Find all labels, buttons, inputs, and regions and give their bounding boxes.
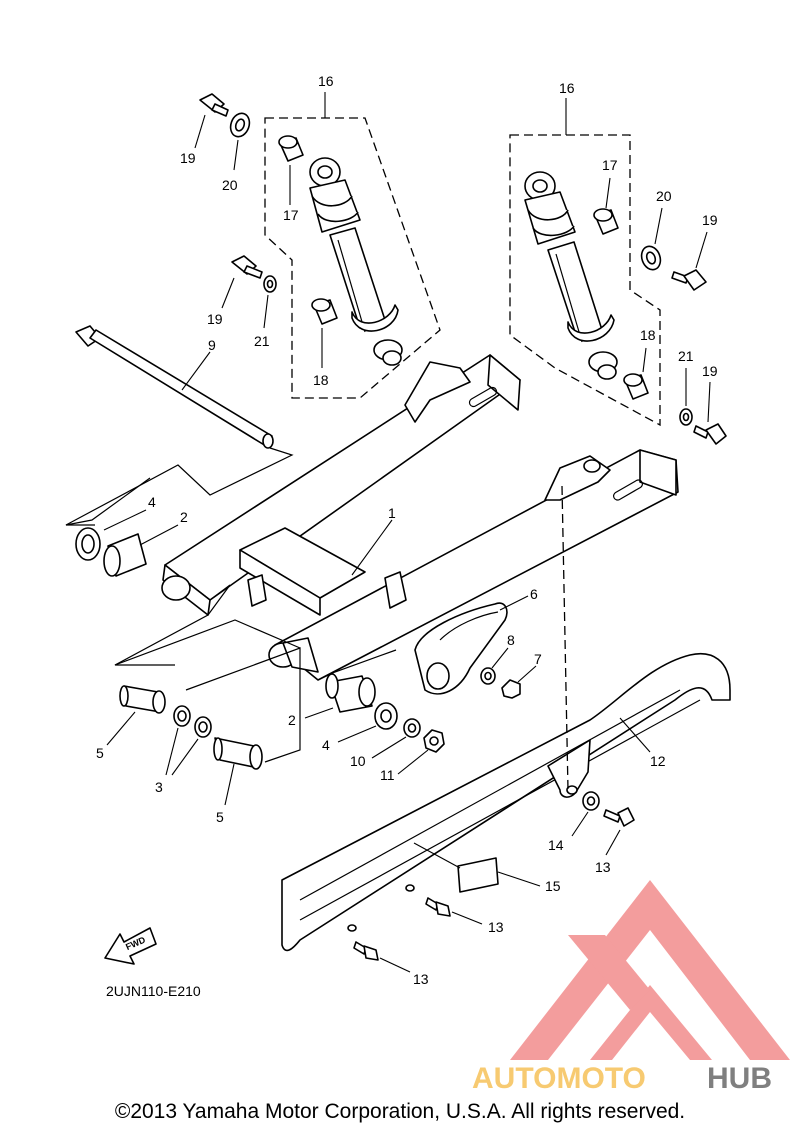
left-upper-bushing-17 xyxy=(278,135,304,162)
watermark-inner-triangle xyxy=(590,985,712,1060)
callout-16-left: 16 xyxy=(318,73,334,89)
right-shock-group: 16 17 18 xyxy=(509,80,661,427)
watermark-brand-accent: HUB xyxy=(707,1062,772,1095)
left-shock-absorber xyxy=(309,157,403,366)
chain-case-12: 12 xyxy=(281,485,731,952)
callout-2-b: 2 xyxy=(288,712,296,728)
right-shock-absorber xyxy=(524,171,618,380)
bolt-13-b: 13 xyxy=(425,897,504,935)
callout-1: 1 xyxy=(388,505,396,521)
callout-5-a: 5 xyxy=(96,745,104,761)
left-lower-bushing-18 xyxy=(311,298,338,325)
callout-19-b: 19 xyxy=(207,311,223,327)
nut-11 xyxy=(423,729,445,753)
upper-right-washer-20: 20 xyxy=(640,188,672,271)
callout-4-a: 4 xyxy=(148,494,156,510)
automotohub-watermark: AUTOMOTO HUB xyxy=(472,880,790,1095)
bolt-13-a: 13 xyxy=(595,807,635,875)
label-sticker-15: 15 xyxy=(413,842,561,894)
callout-20-a: 20 xyxy=(222,177,238,193)
right-lower-bushing-18 xyxy=(623,373,649,400)
upper-left-bolt-19: 19 xyxy=(180,93,229,166)
upper-left-washer-20: 20 xyxy=(222,112,251,193)
callout-21-a: 21 xyxy=(254,333,270,349)
callout-19-d: 19 xyxy=(702,363,718,379)
callout-19-a: 19 xyxy=(180,150,196,166)
callout-13-b: 13 xyxy=(488,919,504,935)
collar-5-right xyxy=(213,737,263,770)
lower-right-washer-21: 21 xyxy=(678,348,694,426)
washer-10 xyxy=(403,718,421,738)
swingarm-1: 1 xyxy=(161,354,679,681)
left-shock-dashed-boundary xyxy=(264,117,441,399)
callout-18-right: 18 xyxy=(640,327,656,343)
callout-13-a: 13 xyxy=(595,859,611,875)
watermark-brand-main: AUTOMOTO xyxy=(472,1062,646,1095)
callout-21-b: 21 xyxy=(678,348,694,364)
pivot-shaft-9: 9 xyxy=(65,325,294,526)
seal-3-a xyxy=(173,705,191,727)
lower-pivot-parts: 5 3 5 xyxy=(96,619,301,825)
right-oil-seal-4 xyxy=(374,702,398,730)
callout-10: 10 xyxy=(350,753,366,769)
upper-right-bolt-19: 19 xyxy=(671,212,718,291)
callout-18-left: 18 xyxy=(313,372,329,388)
callout-9: 9 xyxy=(208,337,216,353)
watermark-triangle xyxy=(510,880,790,1060)
callout-17-left: 17 xyxy=(283,207,299,223)
right-shock-dashed-boundary xyxy=(509,134,661,427)
callout-20-b: 20 xyxy=(656,188,672,204)
right-pivot-parts: 2 4 10 11 xyxy=(288,649,445,783)
callout-14: 14 xyxy=(548,837,564,853)
callout-7: 7 xyxy=(534,651,542,667)
callout-19-c: 19 xyxy=(702,212,718,228)
copyright-notice: ©2013 Yamaha Motor Corporation, U.S.A. A… xyxy=(114,1100,686,1123)
callout-17-right: 17 xyxy=(602,157,618,173)
watermark-left-bar xyxy=(568,935,650,1010)
callout-8: 8 xyxy=(507,632,515,648)
lower-right-bolt-19: 19 xyxy=(693,363,727,445)
callout-12: 12 xyxy=(650,753,666,769)
collar-8: 8 xyxy=(480,632,515,685)
bolt-7: 7 xyxy=(501,651,542,699)
callout-5-b: 5 xyxy=(216,809,224,825)
right-bushing-2 xyxy=(325,673,376,713)
diagram-code: 2UJN110-E210 xyxy=(106,983,201,999)
fwd-arrow-icon: FWD xyxy=(104,927,157,965)
left-oil-seal-4 xyxy=(75,527,101,561)
callout-11: 11 xyxy=(380,767,395,783)
callout-15: 15 xyxy=(545,878,561,894)
left-bushing-2 xyxy=(103,533,147,577)
callout-16-right: 16 xyxy=(559,80,575,96)
left-shock-group: 16 17 18 xyxy=(264,73,441,399)
chain-guide-6: 6 xyxy=(414,586,538,695)
mid-left-bolt-19: 19 xyxy=(207,255,263,327)
callout-2-a: 2 xyxy=(180,509,188,525)
callout-4-b: 4 xyxy=(322,737,330,753)
left-pivot-parts: 4 2 xyxy=(65,477,231,666)
callout-13-c: 13 xyxy=(413,971,429,987)
washer-14: 14 xyxy=(548,791,600,853)
collar-5-left xyxy=(119,685,166,714)
bolt-13-c: 13 xyxy=(353,941,429,987)
right-upper-bushing-17 xyxy=(593,208,619,235)
callout-3: 3 xyxy=(155,779,163,795)
callout-6: 6 xyxy=(530,586,538,602)
seal-3-b xyxy=(194,716,212,738)
mid-left-washer-21: 21 xyxy=(254,275,277,349)
